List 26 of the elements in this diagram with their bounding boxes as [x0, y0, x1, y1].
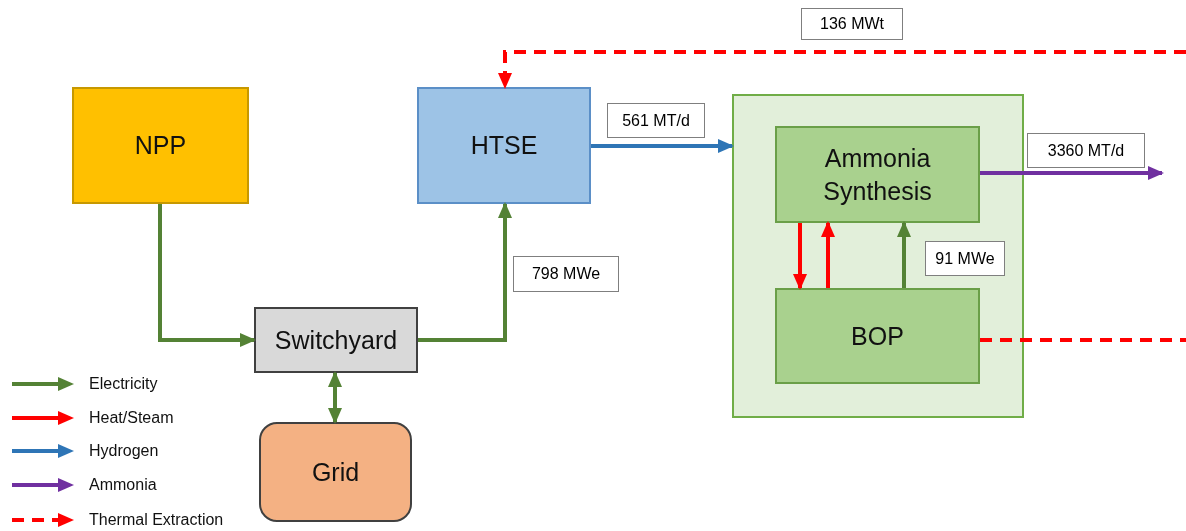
process-box: HTSE	[417, 87, 591, 204]
arrow	[158, 204, 256, 347]
process-box: Switchyard	[254, 307, 418, 373]
arrow	[591, 139, 734, 153]
legend-label: Ammonia	[89, 476, 157, 494]
arrow	[821, 221, 835, 288]
edge-label: 91 MWe	[925, 241, 1005, 276]
legend-label: Heat/Steam	[89, 409, 174, 427]
group-box	[732, 94, 1024, 418]
legend-label: Hydrogen	[89, 442, 159, 460]
arrow	[980, 166, 1164, 180]
process-box: Ammonia Synthesis	[775, 126, 980, 223]
edge-label: 561 MT/d	[607, 103, 705, 138]
arrow	[897, 221, 911, 288]
process-box: BOP	[775, 288, 980, 384]
arrow	[328, 371, 342, 424]
arrow	[418, 202, 512, 342]
rounded-box: Grid	[259, 422, 412, 522]
edge-label: 136 MWt	[801, 8, 903, 40]
edge-label: 798 MWe	[513, 256, 619, 292]
process-box: NPP	[72, 87, 249, 204]
arrow	[793, 223, 807, 290]
dashed-arrow	[498, 50, 1186, 89]
legend-label: Thermal Extraction	[89, 511, 224, 529]
edge-label: 3360 MT/d	[1027, 133, 1145, 168]
legend-label: Electricity	[89, 375, 158, 393]
